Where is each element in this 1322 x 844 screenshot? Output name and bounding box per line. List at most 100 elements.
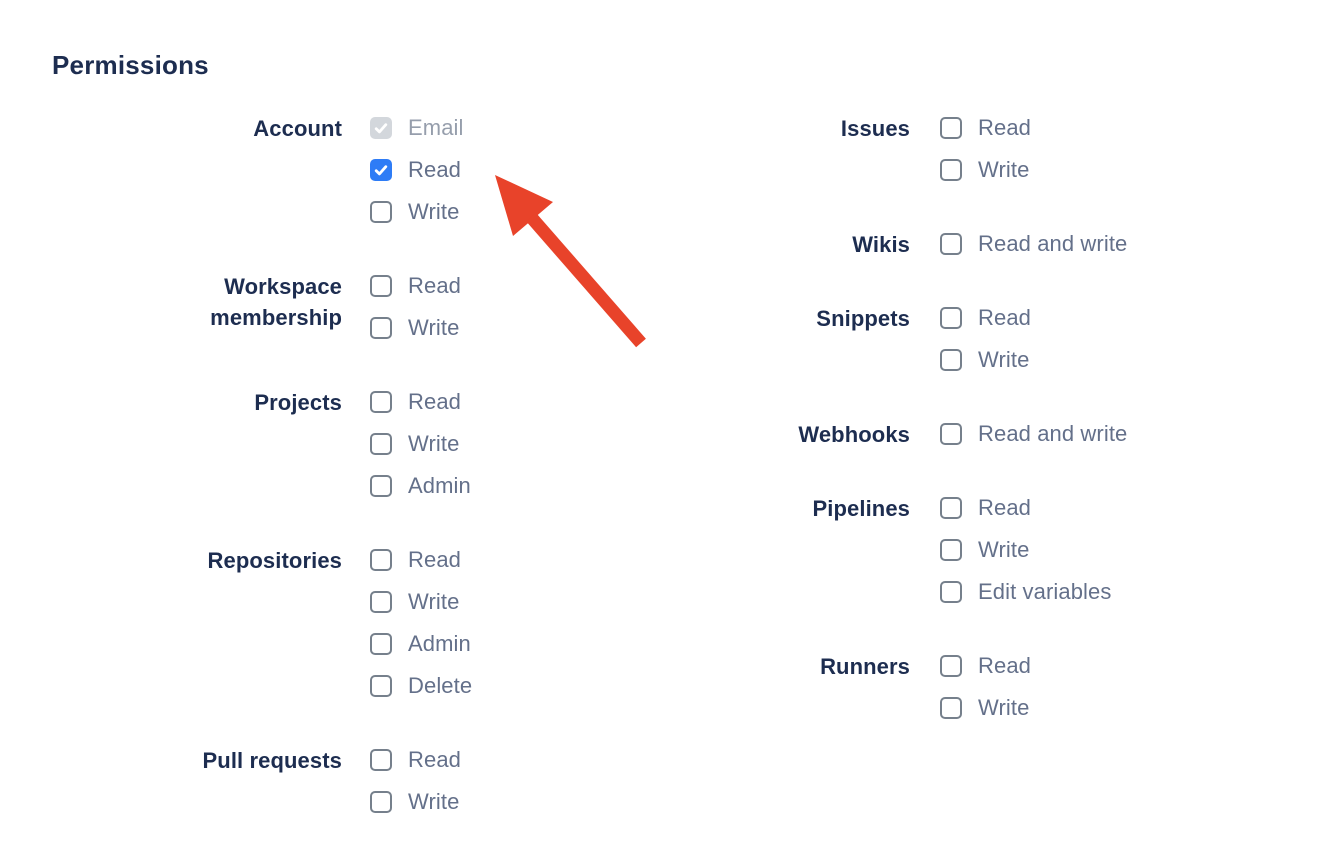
projects-admin-checkbox[interactable] bbox=[370, 475, 392, 497]
repositories-write-label: Write bbox=[408, 589, 460, 614]
snippets-read-option[interactable]: Read bbox=[940, 297, 1031, 339]
account-write-checkbox[interactable] bbox=[370, 201, 392, 223]
workspace-membership-write-option[interactable]: Write bbox=[370, 307, 461, 349]
pipelines-read-checkbox[interactable] bbox=[940, 497, 962, 519]
projects-admin-label: Admin bbox=[408, 473, 471, 498]
workspace-membership-group-label: Workspace membership bbox=[210, 274, 342, 330]
wikis-read-and-write-label: Read and write bbox=[978, 231, 1128, 256]
workspace-membership-read-checkbox[interactable] bbox=[370, 275, 392, 297]
account-write-label: Write bbox=[408, 199, 460, 224]
runners-write-option[interactable]: Write bbox=[940, 687, 1031, 729]
issues-read-checkbox[interactable] bbox=[940, 117, 962, 139]
webhooks-group-label: Webhooks bbox=[798, 422, 910, 447]
runners-write-label: Write bbox=[978, 695, 1030, 720]
account-group-label: Account bbox=[253, 116, 342, 141]
webhooks-read-and-write-checkbox[interactable] bbox=[940, 423, 962, 445]
webhooks-group: Webhooks Read and write bbox=[670, 413, 1127, 455]
issues-write-label: Write bbox=[978, 157, 1030, 182]
pull-requests-write-option[interactable]: Write bbox=[370, 781, 461, 823]
issues-write-checkbox[interactable] bbox=[940, 159, 962, 181]
projects-read-option[interactable]: Read bbox=[370, 381, 471, 423]
repositories-admin-option[interactable]: Admin bbox=[370, 623, 472, 665]
runners-read-label: Read bbox=[978, 653, 1031, 678]
page-title: Permissions bbox=[52, 50, 209, 80]
account-email-option: Email bbox=[370, 107, 464, 149]
repositories-group-label: Repositories bbox=[207, 548, 342, 573]
pipelines-write-checkbox[interactable] bbox=[940, 539, 962, 561]
issues-write-option[interactable]: Write bbox=[940, 149, 1031, 191]
account-read-option[interactable]: Read bbox=[370, 149, 464, 191]
pull-requests-read-option[interactable]: Read bbox=[370, 739, 461, 781]
snippets-group-label: Snippets bbox=[816, 306, 910, 331]
projects-group-label: Projects bbox=[254, 390, 342, 415]
account-read-label: Read bbox=[408, 157, 461, 182]
account-write-option[interactable]: Write bbox=[370, 191, 464, 233]
wikis-read-and-write-option[interactable]: Read and write bbox=[940, 223, 1127, 265]
snippets-read-label: Read bbox=[978, 305, 1031, 330]
snippets-write-option[interactable]: Write bbox=[940, 339, 1031, 381]
pipelines-group-label: Pipelines bbox=[812, 496, 910, 521]
repositories-delete-checkbox[interactable] bbox=[370, 675, 392, 697]
pipelines-read-option[interactable]: Read bbox=[940, 487, 1111, 529]
wikis-read-and-write-checkbox[interactable] bbox=[940, 233, 962, 255]
check-icon bbox=[374, 123, 388, 134]
snippets-read-checkbox[interactable] bbox=[940, 307, 962, 329]
workspace-membership-read-option[interactable]: Read bbox=[370, 265, 461, 307]
webhooks-read-and-write-option[interactable]: Read and write bbox=[940, 413, 1127, 455]
repositories-read-checkbox[interactable] bbox=[370, 549, 392, 571]
issues-group-label: Issues bbox=[840, 116, 910, 141]
snippets-write-label: Write bbox=[978, 347, 1030, 372]
repositories-read-option[interactable]: Read bbox=[370, 539, 472, 581]
wikis-group-label: Wikis bbox=[852, 232, 910, 257]
issues-read-option[interactable]: Read bbox=[940, 107, 1031, 149]
runners-group-label: Runners bbox=[820, 654, 910, 679]
check-icon bbox=[374, 165, 388, 176]
pull-requests-read-checkbox[interactable] bbox=[370, 749, 392, 771]
projects-read-checkbox[interactable] bbox=[370, 391, 392, 413]
repositories-write-checkbox[interactable] bbox=[370, 591, 392, 613]
pipelines-edit-variables-option[interactable]: Edit variables bbox=[940, 571, 1111, 613]
projects-write-label: Write bbox=[408, 431, 460, 456]
pipelines-edit-variables-checkbox[interactable] bbox=[940, 581, 962, 603]
workspace-membership-read-label: Read bbox=[408, 273, 461, 298]
webhooks-options: Read and write bbox=[940, 413, 1127, 455]
pipelines-write-label: Write bbox=[978, 537, 1030, 562]
pull-requests-write-checkbox[interactable] bbox=[370, 791, 392, 813]
repositories-delete-label: Delete bbox=[408, 673, 473, 698]
pipelines-write-option[interactable]: Write bbox=[940, 529, 1111, 571]
runners-read-option[interactable]: Read bbox=[940, 645, 1031, 687]
pipelines-edit-variables-label: Edit variables bbox=[978, 579, 1112, 604]
issues-read-label: Read bbox=[978, 115, 1031, 140]
pull-requests-group-label: Pull requests bbox=[202, 748, 342, 773]
runners-write-checkbox[interactable] bbox=[940, 697, 962, 719]
workspace-membership-write-label: Write bbox=[408, 315, 460, 340]
projects-write-checkbox[interactable] bbox=[370, 433, 392, 455]
projects-write-option[interactable]: Write bbox=[370, 423, 471, 465]
projects-admin-option[interactable]: Admin bbox=[370, 465, 471, 507]
projects-read-label: Read bbox=[408, 389, 461, 414]
account-read-checkbox[interactable] bbox=[370, 159, 392, 181]
snippets-write-checkbox[interactable] bbox=[940, 349, 962, 371]
wikis-group: Wikis Read and write bbox=[670, 223, 1127, 265]
wikis-options: Read and write bbox=[940, 223, 1127, 265]
runners-read-checkbox[interactable] bbox=[940, 655, 962, 677]
repositories-delete-option[interactable]: Delete bbox=[370, 665, 472, 707]
workspace-membership-write-checkbox[interactable] bbox=[370, 317, 392, 339]
repositories-write-option[interactable]: Write bbox=[370, 581, 472, 623]
repositories-admin-checkbox[interactable] bbox=[370, 633, 392, 655]
